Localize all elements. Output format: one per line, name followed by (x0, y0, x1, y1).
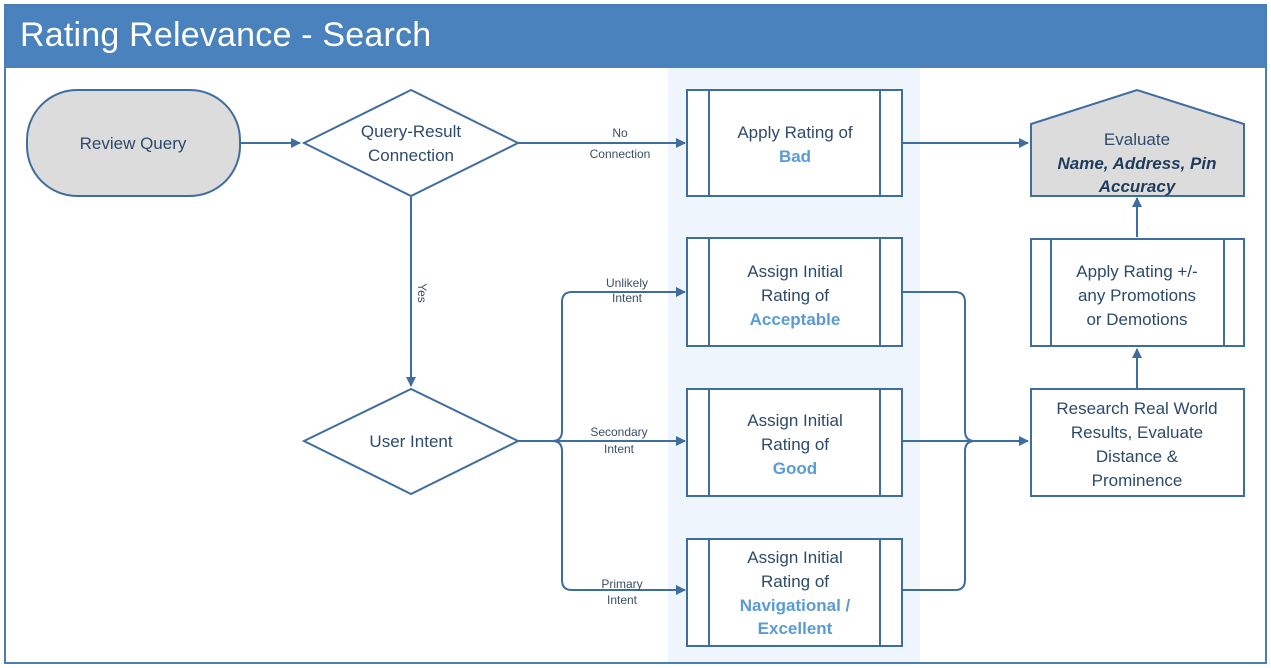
apply-pm-line1: Apply Rating +/- (1076, 262, 1197, 281)
good-line1: Assign Initial (747, 411, 842, 430)
apply-pm-line3: or Demotions (1086, 310, 1187, 329)
node-good: Assign Initial Rating of Good (686, 388, 903, 497)
apply-bad-label: Apply Rating of (737, 123, 853, 142)
evaluate-line2: Name, Address, Pin (1057, 154, 1216, 173)
good-rating: Good (773, 459, 817, 478)
edge-label-secondary: Secondary (590, 425, 647, 439)
evaluate-line1: Evaluate (1104, 130, 1170, 149)
node-navigational: Assign Initial Rating of Navigational / … (686, 538, 903, 647)
research-line4: Prominence (1092, 471, 1183, 490)
apply-pm-line2: any Promotions (1078, 286, 1196, 305)
edge-label-secondary-intent: Intent (604, 442, 635, 456)
acceptable-line2: Rating of (761, 286, 829, 305)
apply-bad-rating: Bad (779, 147, 811, 166)
edge-label-unlikely-intent: Intent (612, 291, 643, 305)
evaluate-line3: Accuracy (1098, 177, 1177, 196)
review-query-label: Review Query (80, 134, 187, 153)
edge-navigational-to-research (902, 440, 976, 591)
connectors (240, 138, 1142, 595)
research-line2: Results, Evaluate (1071, 423, 1203, 442)
page-title: Rating Relevance - Search (20, 16, 432, 54)
edge-label-unlikely: Unlikely (606, 276, 648, 290)
research-line3: Distance & (1096, 447, 1179, 466)
acceptable-rating: Acceptable (750, 310, 841, 329)
research-line1: Research Real World (1056, 399, 1217, 418)
query-result-label-2: Connection (368, 146, 454, 165)
node-research: Research Real World Results, Evaluate Di… (1030, 388, 1245, 497)
navigational-rating2: Excellent (758, 619, 833, 638)
edge-label-primary-intent: Intent (607, 593, 638, 607)
edge-primary-intent (551, 440, 686, 595)
edge-unlikely-intent (518, 287, 686, 442)
node-acceptable: Assign Initial Rating of Acceptable (686, 237, 903, 347)
node-apply-rating-promotions: Apply Rating +/- any Promotions or Demot… (1030, 238, 1245, 347)
navigational-rating1: Navigational / (740, 596, 851, 615)
edge-label-no: No (612, 126, 628, 140)
user-intent-label: User Intent (369, 432, 452, 451)
title-bar: Rating Relevance - Search (6, 6, 1265, 68)
edge-label-primary: Primary (601, 577, 642, 591)
query-result-label-1: Query-Result (361, 122, 461, 141)
edge-acceptable-to-research (902, 291, 976, 442)
node-user-intent: User Intent (301, 387, 521, 496)
node-evaluate: Evaluate Name, Address, Pin Accuracy (1030, 88, 1245, 197)
navigational-line1: Assign Initial (747, 548, 842, 567)
node-apply-bad: Apply Rating of Bad (686, 89, 903, 197)
acceptable-line1: Assign Initial (747, 262, 842, 281)
node-query-result-connection: Query-Result Connection (301, 88, 521, 198)
node-review-query: Review Query (26, 89, 241, 197)
edge-label-connection: Connection (590, 147, 651, 161)
edge-label-yes: Yes (415, 283, 429, 303)
good-line2: Rating of (761, 435, 829, 454)
navigational-line2: Rating of (761, 572, 829, 591)
